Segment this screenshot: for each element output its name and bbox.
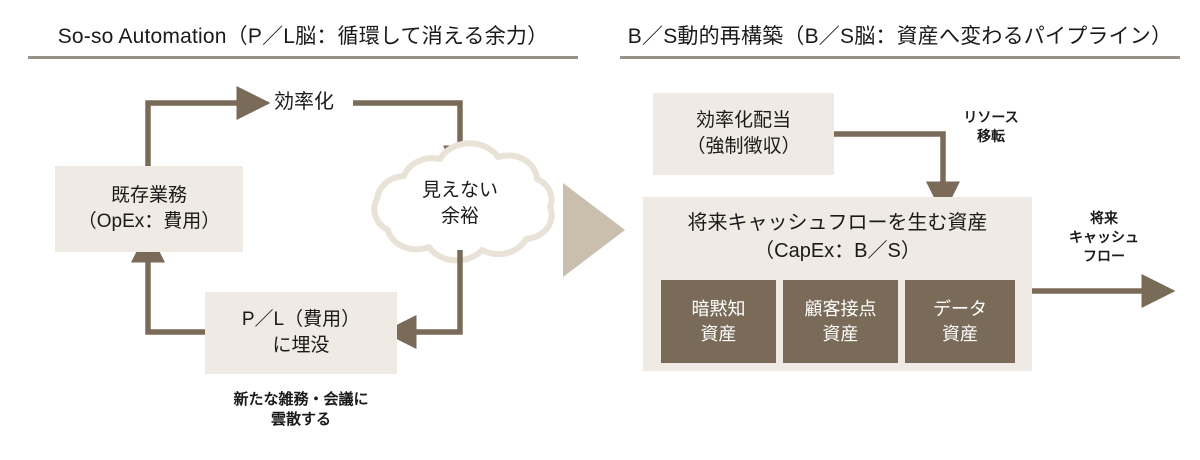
asset-box-line1: 将来キャッシュフローを生む資産 <box>687 212 988 234</box>
asset-item-1-line1: 顧客接点 <box>804 299 877 320</box>
future-cashflow-line3: フロー <box>1083 247 1125 264</box>
cloud-line1: 見えない <box>421 180 498 201</box>
right-panel-title: B／S動的再構築（B／S脳：資産へ変わるパイプライン） <box>627 25 1173 48</box>
asset-item-2-line2: 資産 <box>942 323 978 344</box>
arrow-cloud-to-pl <box>382 250 463 350</box>
efficiency-dividend-box[interactable]: 効率化配当 （強制徴収） <box>653 93 834 175</box>
asset-item-0-line2: 資産 <box>700 323 737 344</box>
resource-transfer-line1: リソース <box>963 109 1019 125</box>
future-cashflow-line2: キャッシュ <box>1069 228 1139 245</box>
left-caption-line1: 新たな雑務・会議に <box>233 391 369 408</box>
existing-work-box[interactable]: 既存業務 （OpEx：費用） <box>55 166 243 252</box>
asset-item-1-line2: 資産 <box>822 323 859 344</box>
future-cashflow-line1: 将来 <box>1090 210 1118 226</box>
existing-work-line1: 既存業務 <box>110 184 187 206</box>
cloud-shape <box>371 140 555 264</box>
dividend-line2: （強制徴収） <box>686 136 801 157</box>
asset-item-customer-touchpoint[interactable]: 顧客接点 資産 <box>783 280 898 363</box>
cloud-label: 見えない 余裕 <box>400 178 520 229</box>
cloud-line2: 余裕 <box>440 205 479 227</box>
left-panel-title: So-so Automation（P／L脳：循環して消える余力） <box>57 25 549 48</box>
left-title-rule <box>28 56 578 59</box>
efficiency-label: 効率化 <box>258 89 350 116</box>
pl-sunk-line1: P／L（費用） <box>241 308 361 330</box>
existing-work-line2: （OpEx：費用） <box>77 211 221 232</box>
asset-item-data[interactable]: データ 資産 <box>905 280 1015 363</box>
arrow-dividend-to-asset <box>834 131 961 216</box>
left-caption-line2: 雲散する <box>270 411 331 429</box>
arrow-efficiency-to-cloud <box>353 100 478 180</box>
future-cashflow-label: 将来 キャッシュ フロー <box>1048 209 1160 266</box>
dividend-line1: 効率化配当 <box>695 109 791 131</box>
left-caption: 新たな雑務・会議に 雲散する <box>201 390 401 431</box>
efficiency-label-text: 効率化 <box>274 91 334 113</box>
right-title-rule <box>620 56 1180 59</box>
transition-arrow-icon <box>563 183 625 277</box>
resource-transfer-label: リソース 移転 <box>936 108 1046 146</box>
asset-item-tacit-knowledge[interactable]: 暗黙知 資産 <box>661 280 776 363</box>
asset-item-2-line1: データ <box>933 299 987 320</box>
arrow-pl-to-existing <box>130 228 205 335</box>
pl-sunk-line2: に埋没 <box>272 335 330 356</box>
asset-item-0-line1: 暗黙知 <box>691 299 746 320</box>
pl-sunk-box[interactable]: P／L（費用） に埋没 <box>205 292 397 374</box>
arrow-existing-to-efficiency <box>145 85 271 166</box>
asset-box-line2: （CapEx：B／S） <box>754 239 921 262</box>
resource-transfer-line2: 移転 <box>977 127 1005 144</box>
